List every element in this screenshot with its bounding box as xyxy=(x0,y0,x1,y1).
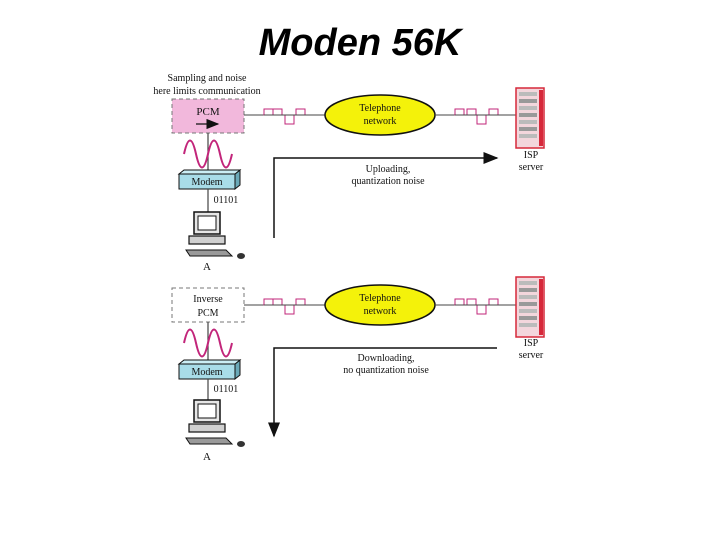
sine-wave-icon xyxy=(183,328,233,358)
download-line2: no quantization noise xyxy=(343,365,429,376)
upper-server-line1: ISP xyxy=(524,150,539,161)
lower-station-label: A xyxy=(203,451,211,463)
upper-panel: Sampling and noise here limits communica… xyxy=(153,73,545,273)
pulse-train-icon xyxy=(263,108,315,125)
server-icon xyxy=(515,87,545,149)
upload-arrow xyxy=(273,152,499,238)
pulse-train-icon xyxy=(454,108,502,125)
download-line1: Downloading, xyxy=(358,353,415,364)
upper-bits: 01101 xyxy=(214,195,239,206)
upload-line1: Uploading, xyxy=(366,164,411,175)
lower-server-line1: ISP xyxy=(524,338,539,349)
upper-modem-label: Modem xyxy=(191,177,222,188)
lower-network-line2: network xyxy=(364,306,397,317)
lower-network-line1: Telephone xyxy=(359,293,401,304)
sine-wave-icon xyxy=(183,139,233,169)
pulse-train-icon xyxy=(263,298,315,315)
computer-icon xyxy=(185,399,246,448)
pcm-label: PCM xyxy=(196,106,219,118)
computer-icon xyxy=(185,211,246,260)
upper-network-line1: Telephone xyxy=(359,103,401,114)
cloud-icon xyxy=(324,94,436,136)
slide-title: Moden 56K xyxy=(258,22,462,64)
download-arrow xyxy=(268,347,497,438)
upper-server-line2: server xyxy=(519,162,544,173)
lower-panel: Inverse PCM Telephone network ISP server… xyxy=(171,276,545,463)
upper-station-label: A xyxy=(203,261,211,273)
lower-bits: 01101 xyxy=(214,384,239,395)
inverse-pcm-line2: PCM xyxy=(197,308,218,319)
upload-line2: quantization noise xyxy=(351,176,425,187)
lower-server-line2: server xyxy=(519,350,544,361)
server-icon xyxy=(515,276,545,338)
cloud-icon xyxy=(324,284,436,326)
upper-note-line1: Sampling and noise xyxy=(168,73,247,84)
upper-note-line2: here limits communication xyxy=(153,86,260,97)
pulse-train-icon xyxy=(454,298,502,315)
inverse-pcm-line1: Inverse xyxy=(193,294,223,305)
lower-modem-label: Modem xyxy=(191,367,222,378)
upper-network-line2: network xyxy=(364,116,397,127)
